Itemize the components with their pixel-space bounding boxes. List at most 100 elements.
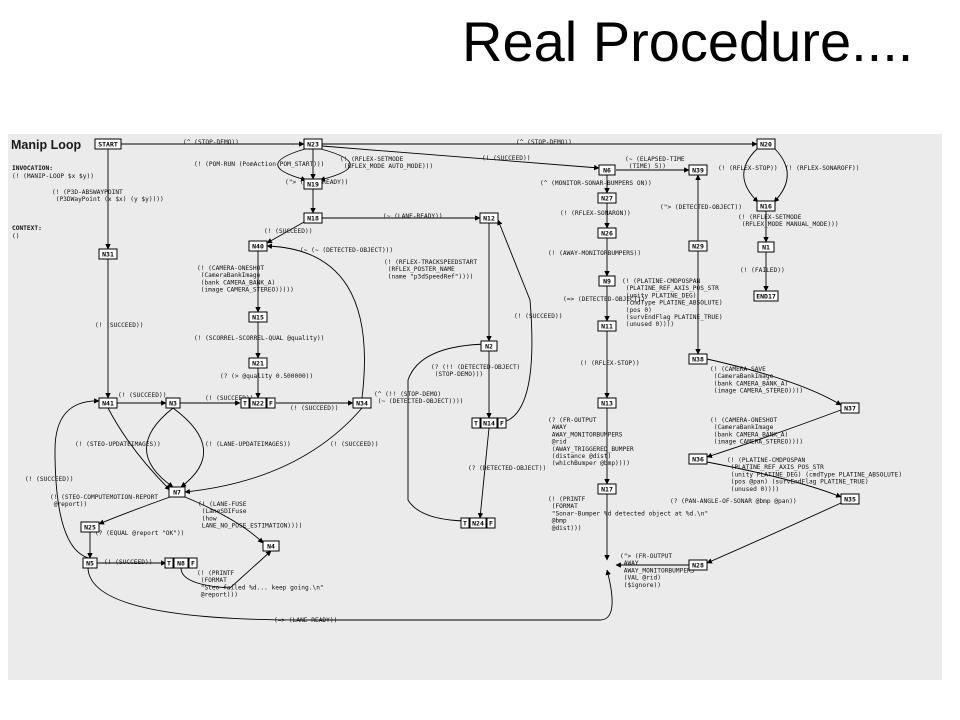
edge-label: (! (FAILED)) [740, 267, 785, 274]
svg-text:F: F [500, 419, 504, 427]
edge-label: (=> (LANE-READY)) [274, 617, 337, 624]
node-n9: N9 [598, 275, 616, 287]
edge-label: (? (> @quality 0.500000)) [220, 373, 313, 380]
node-label: N9 [603, 277, 611, 285]
node-label: N25 [84, 523, 96, 531]
node-label: START [98, 140, 118, 148]
edge-label: (! (RFLEX-SONARON)) [560, 210, 631, 217]
edge-label: (! (SUCCEED)) [482, 155, 530, 162]
node-n31: N31 [98, 248, 118, 260]
node-label: N4 [267, 542, 275, 550]
node-n26: N26 [597, 227, 617, 239]
node-n34: N34 [352, 397, 372, 409]
node-label: N35 [844, 495, 856, 503]
edge-label: (! (SUCCEED)) [205, 395, 253, 402]
svg-text:T: T [463, 519, 467, 527]
context-text: () [12, 233, 19, 240]
edge-label: (? (PAN-ANGLE-OF-SONAR @bmp @pan)) [670, 498, 797, 505]
edge-label: (! (PLATINE-CMDPOSPAN (PLATINE_REF_AXIS_… [727, 457, 902, 493]
edge-label: (! (RFLEX-SETMODE (RFLEX_MODE AUTO_MODE)… [340, 156, 433, 170]
edge-arrow [706, 409, 842, 459]
edge-layer [54, 141, 842, 621]
diagram-title: Manip Loop [11, 138, 81, 152]
node-start: START [94, 138, 122, 150]
node-n17: N17 [597, 483, 617, 495]
edge-label: (~ (ELAPSED-TIME (TIME) 5)) [625, 156, 685, 170]
node-n25: N25 [80, 521, 100, 533]
node-label: N37 [844, 404, 856, 412]
edge-label: ("> (DETECTED-OBJECT)) [660, 204, 742, 211]
node-n40: N40 [248, 240, 268, 252]
edge-label: (! (SCORREL-SCORREL-QUAL @quality)) [194, 335, 324, 342]
node-label: N34 [356, 399, 368, 407]
edge-label: (! (CAMERA-ONESHOT (CameraBankImage (ban… [710, 417, 803, 446]
node-label: N21 [252, 359, 264, 367]
branch-true: T [240, 397, 250, 409]
edge-label: (^ (STOP-DEMO)) [183, 139, 239, 146]
edge-arrow [87, 567, 613, 621]
edge-label: (! (P3D-ABSWAYPOINT (P3DWayPoint (x $x) … [52, 189, 164, 203]
node-n6: N6 [598, 164, 616, 176]
node-n13: N13 [597, 397, 617, 409]
node-label: N20 [760, 140, 772, 148]
node-n37: N37 [840, 402, 860, 414]
node-label: N31 [102, 250, 114, 258]
svg-text:F: F [269, 399, 273, 407]
node-label: N22 [252, 399, 264, 407]
node-n12: N12 [479, 212, 499, 224]
node-label: N8 [177, 559, 185, 567]
node-label: N12 [483, 214, 495, 222]
node-label: N5 [86, 559, 94, 567]
edge-label: (~ (~ (DETECTED-OBJECT))) [300, 247, 393, 254]
edge-label: (! (STEO-COMPUTEMOTION-REPORT @report)) [50, 494, 158, 508]
node-label: N2 [485, 342, 493, 350]
edge-arrow [773, 148, 788, 203]
node-label: N19 [307, 180, 319, 188]
edge-label: (=> (DETECTED-OBJECT)) [563, 296, 645, 303]
edge-label: (! (RFLEX-SETMODE (RFLEX_MODE MANUAL_MOD… [738, 214, 839, 228]
invocation-text: (! (MANIP-LOOP $x $y)) [12, 173, 94, 180]
node-end17: END17 [753, 290, 779, 302]
node-label: N7 [173, 488, 181, 496]
edge-label: (^ (STOP-DEMO)) [516, 139, 572, 146]
svg-text:T: T [243, 399, 247, 407]
edge-label: (! (SUCCEED)) [514, 313, 562, 320]
procedure-diagram-panel [8, 134, 942, 680]
node-n28: N28 [688, 559, 708, 571]
edge-label: (! (SUCCEED)) [264, 228, 312, 235]
edge-arrow [184, 496, 264, 544]
edge-arrow [477, 427, 490, 519]
context-label: CONTEXT: [12, 225, 42, 232]
node-label: N36 [692, 455, 704, 463]
edge-label: (! (PRINTF (FORMAT "Steo failed %d... ke… [197, 570, 324, 599]
edge-arrow [706, 502, 842, 564]
edge-label: (! (SUCCEED)) [290, 405, 338, 412]
edge-label: (! (STEO-UPDATEIMAGES)) [75, 441, 161, 448]
node-n15: N15 [248, 311, 268, 323]
edge-label: (! (LANE-UPDATEIMAGES)) [205, 441, 291, 448]
node-label: N23 [307, 140, 319, 148]
node-label: N6 [603, 166, 611, 174]
edge-arrow [107, 407, 171, 491]
node-label: N17 [601, 485, 613, 493]
edge-label: (! (SUCCEED)) [104, 559, 152, 566]
edge-label: (? (DETECTED-OBJECT)) [468, 465, 546, 472]
edge-label: (! (POM-RUN (PomAction POM_START))) [194, 161, 324, 168]
node-n20: N20 [756, 138, 776, 150]
node-n22: N22 T F [240, 397, 276, 409]
edge-label: (! (SUCCEED)) [25, 476, 73, 483]
edge-arrow [172, 407, 205, 488]
edge-label: (! (RFLEX-STOP)) [718, 165, 778, 172]
node-label: N16 [760, 202, 772, 210]
node-n3: N3 [165, 397, 181, 409]
node-n16: N16 [756, 200, 776, 212]
edge-label: (! (RFLEX-STOP)) [580, 360, 640, 367]
node-n21: N21 [248, 357, 268, 369]
edge-label: (? (!! (DETECTED-OBJECT) (STOP-DEMO))) [431, 364, 520, 378]
node-n18: N18 [303, 212, 323, 224]
edge-arrow [706, 461, 842, 498]
